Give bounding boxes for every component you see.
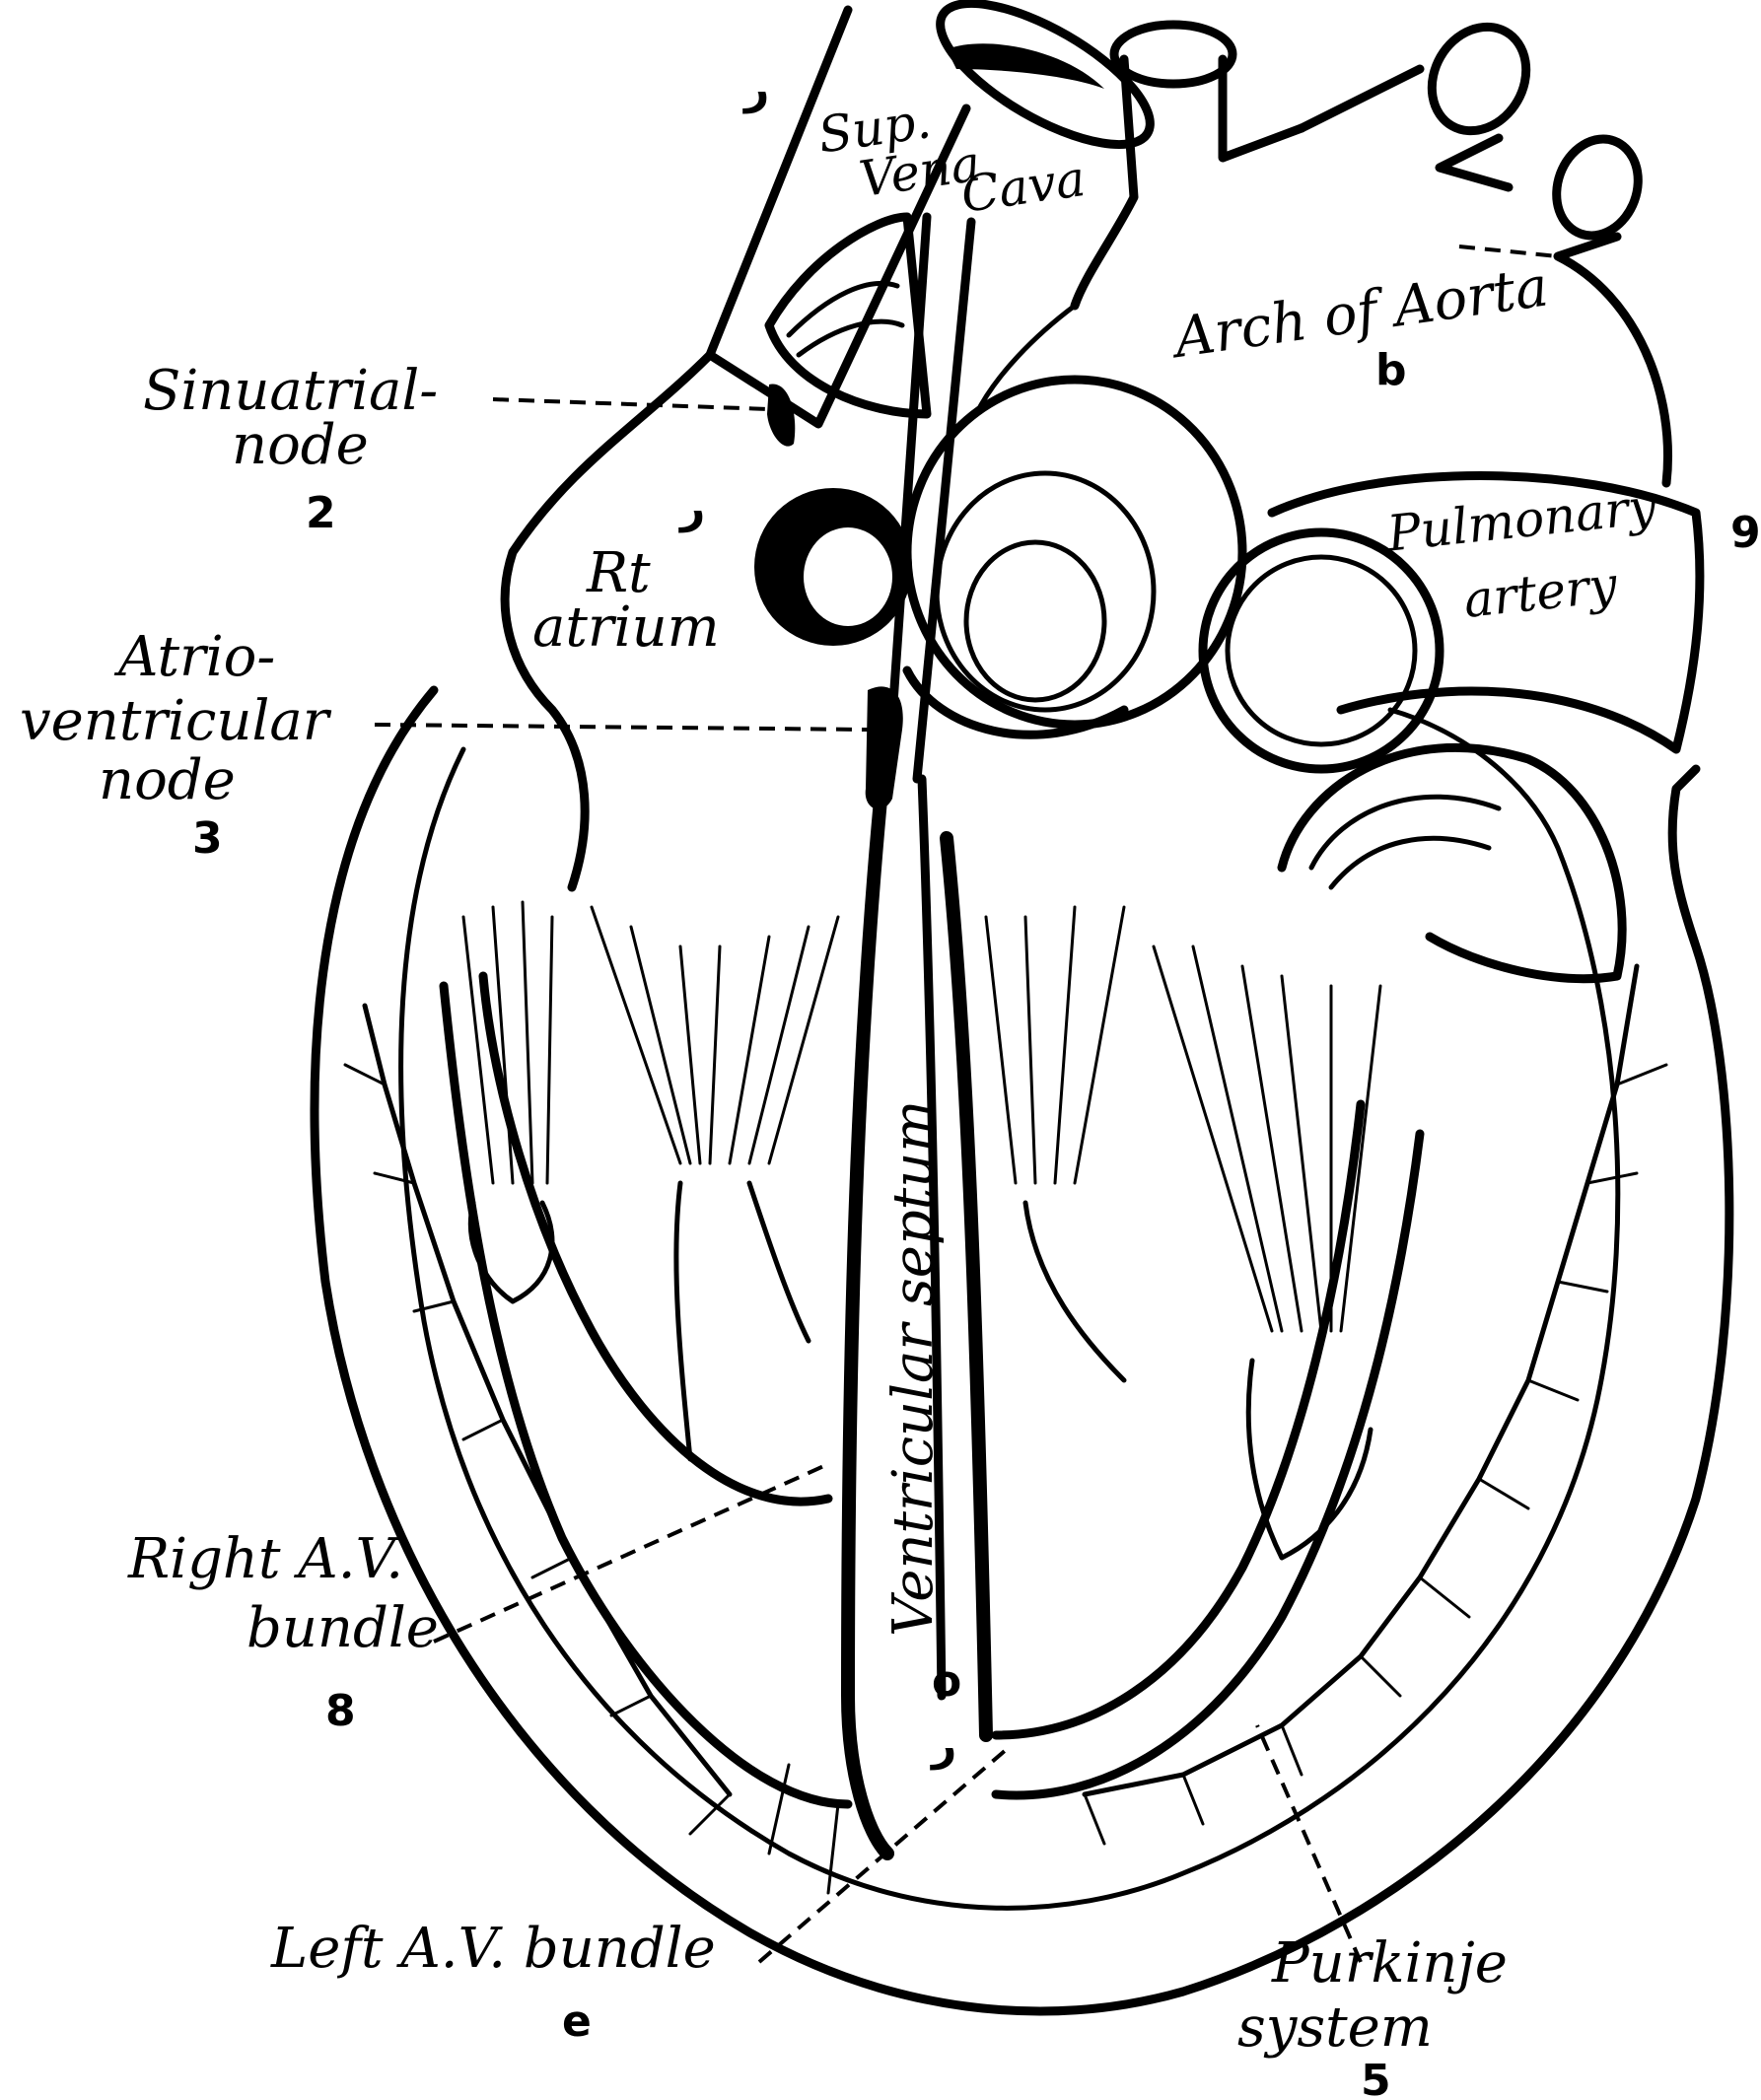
marker-rt-atrium: ر — [678, 483, 705, 533]
svg-text:system: system — [1237, 1995, 1433, 2060]
mitral-opening — [1282, 747, 1622, 978]
right-papillary-fibers — [463, 902, 838, 1459]
label-sinuatrial-node: Sinuatrial- node — [143, 359, 438, 477]
label-rt-atrium: Rt atrium — [532, 541, 720, 660]
svg-text:node: node — [232, 413, 369, 477]
label-atrioventricular-node: Atrio- ventricular node — [20, 625, 332, 812]
svg-text:ventricular: ventricular — [20, 689, 332, 753]
svg-text:node: node — [99, 748, 236, 812]
label-pulmonary-artery: Pulmonary artery — [1383, 477, 1667, 636]
superior-vena-cava — [710, 0, 1169, 424]
marker-purkinje: 5 — [1361, 2056, 1391, 2100]
purkinje-leader — [1257, 1725, 1361, 1962]
marker-left-bundle: e — [562, 1996, 592, 2047]
svg-text:Purkinje: Purkinje — [1271, 1931, 1508, 1995]
label-right-av-bundle: Right A.V. bundle — [127, 1527, 439, 1660]
label-left-av-bundle: Left A.V. bundle — [270, 1917, 716, 1981]
svg-text:bundle: bundle — [247, 1596, 439, 1660]
label-sup-vena-cava: Sup. Vena Cava — [814, 72, 1089, 243]
heart-outline — [315, 690, 1729, 2011]
marker-septum-lower: ر — [930, 1720, 956, 1771]
svg-text:Pulmonary: Pulmonary — [1383, 477, 1659, 562]
marker-septum: o — [932, 1656, 961, 1707]
av-node — [866, 686, 903, 809]
marker-sa-node: 2 — [306, 488, 336, 538]
svg-text:atrium: atrium — [532, 595, 720, 660]
aortic-opening — [907, 380, 1242, 735]
svg-text:Right A.V.: Right A.V. — [127, 1527, 403, 1591]
marker-aorta: b — [1375, 345, 1407, 395]
coronary-sinus — [754, 488, 912, 646]
marker-av-node: 3 — [192, 813, 223, 864]
label-ventricular-septum: Ventricular septum — [881, 1100, 946, 1637]
sa-node-leader — [493, 399, 769, 409]
left-papillary-fibers — [986, 907, 1380, 1558]
marker-svc: ر — [742, 64, 769, 114]
purkinje-right — [345, 1006, 838, 1893]
svg-text:artery: artery — [1461, 556, 1621, 629]
marker-pulmonary: 9 — [1730, 508, 1761, 558]
sa-node — [767, 385, 795, 447]
left-ventricle-chamber — [996, 1134, 1420, 1795]
label-purkinje-system: Purkinje system — [1237, 1931, 1508, 2060]
label-arch-of-aorta: Arch of Aorta — [1165, 254, 1552, 371]
right-bundle-leader — [434, 1464, 828, 1642]
marker-right-bundle: 8 — [325, 1686, 356, 1736]
av-node-leader — [375, 725, 868, 730]
svg-text:Atrio-: Atrio- — [113, 625, 275, 689]
